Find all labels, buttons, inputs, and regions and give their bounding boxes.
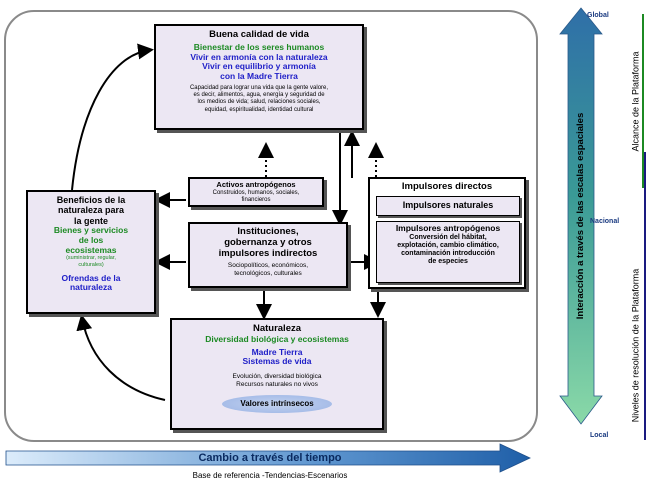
quality-green: Bienestar de los seres humanos <box>193 41 325 52</box>
nature-box: Naturaleza Diversidad biológica y ecosis… <box>170 318 384 430</box>
quality-desc-3: los medios de vida; salud, relaciones so… <box>197 99 321 106</box>
nature-blue-2: Sistemas de vida <box>242 356 312 367</box>
quality-blue-2: Vivir en equilibrio y armonía <box>202 61 316 72</box>
nature-desc-1: Evolución, diversidad biológica <box>232 373 322 381</box>
assets-title: Activos antropógenos <box>216 180 296 189</box>
nature-title: Naturaleza <box>252 323 302 334</box>
nature-green: Diversidad biológica y ecosistemas <box>205 333 349 344</box>
scale-top-label: Global <box>587 12 609 19</box>
intrinsic-values-ellipse: Valores intrínsecos <box>222 395 332 413</box>
benefits-title-1: Beneficios de la <box>56 195 126 205</box>
benefits-blue-2: naturaleza <box>69 282 113 293</box>
anthro-drivers-3: contaminación introducción <box>401 249 495 257</box>
institutions-desc-1: Sociopolíticos, económicos, <box>227 261 309 269</box>
institutions-desc-2: tecnológicos, culturales <box>234 269 302 277</box>
arrow-nature-to-benefits <box>76 314 166 401</box>
platform-scope-label: Alcance de la Plataforma <box>630 51 641 152</box>
time-arrow <box>5 443 531 473</box>
institutions-title-2: gobernanza y otros <box>224 236 312 248</box>
quality-blue-3: con la Madre Tierra <box>220 71 298 82</box>
benefits-small-2: culturales) <box>78 261 104 268</box>
direct-drivers-box: Impulsores directos Impulsores naturales… <box>368 177 526 289</box>
nature-desc-2: Recursos naturales no vivos <box>236 381 318 389</box>
benefits-green-2: de los <box>78 234 104 245</box>
quality-desc-4: equidad, espiritualidad, identidad cultu… <box>204 106 314 113</box>
anthro-drivers-title: Impulsores antropógenos <box>395 223 501 233</box>
benefits-green-3: ecosistemas <box>65 244 117 255</box>
assets-desc-2: financieros <box>241 196 271 203</box>
assets-desc-1: Construidos, humanos, sociales, <box>212 189 300 196</box>
quality-blue-1: Vivir en armonía con la naturaleza <box>190 51 328 62</box>
quality-desc-1: Capacidad para lograr una vida que la ge… <box>189 84 329 91</box>
benefits-title-3: la gente <box>73 215 108 226</box>
benefits-box: Beneficios de la naturaleza para la gent… <box>26 190 156 314</box>
anthropogenic-assets-box: Activos antropógenos Construidos, humano… <box>188 177 324 207</box>
benefits-title-2: naturaleza para <box>57 205 125 216</box>
anthro-drivers-1: Conversión del hábitat, <box>409 233 487 241</box>
anthropogenic-drivers-box: Impulsores antropógenos Conversión del h… <box>376 221 520 283</box>
scale-axis-label: Interacción a través de las escalas espa… <box>575 112 586 320</box>
nature-blue-1: Madre Tierra <box>251 346 303 357</box>
anthro-drivers-2: explotación, cambio climático, <box>397 241 499 249</box>
time-axis-sublabel: Base de referencia -Tendencias-Escenario… <box>192 471 348 480</box>
scale-bottom-label: Local <box>590 432 609 439</box>
anthro-drivers-4: de especies <box>428 257 468 265</box>
institutions-title-1: Instituciones, <box>237 226 299 237</box>
scale-middle-label: Nacional <box>590 218 620 225</box>
drivers-title: Impulsores directos <box>401 181 493 192</box>
arrow-benefits-to-quality <box>71 43 154 191</box>
natural-drivers-label: Impulsores naturales <box>402 200 494 210</box>
quality-desc-2: es decir, alimentos, agua, energía y seg… <box>193 92 325 99</box>
quality-of-life-box: Buena calidad de vida Bienestar de los s… <box>154 24 364 130</box>
benefits-green-1: Bienes y servicios <box>53 225 129 236</box>
scale-arrow <box>559 7 603 425</box>
platform-resolution-label: Niveles de resolución de la Plataforma <box>630 268 641 423</box>
institutions-title-3: impulsores indirectos <box>218 247 318 259</box>
quality-title: Buena calidad de vida <box>209 29 309 40</box>
time-axis-label: Cambio a través del tiempo <box>198 452 342 464</box>
natural-drivers-box: Impulsores naturales <box>376 196 520 216</box>
institutions-box: Instituciones, gobernanza y otros impuls… <box>188 222 348 288</box>
benefits-small-1: (suministrar, regular, <box>66 255 116 262</box>
benefits-blue-1: Ofrendas de la <box>61 272 121 283</box>
